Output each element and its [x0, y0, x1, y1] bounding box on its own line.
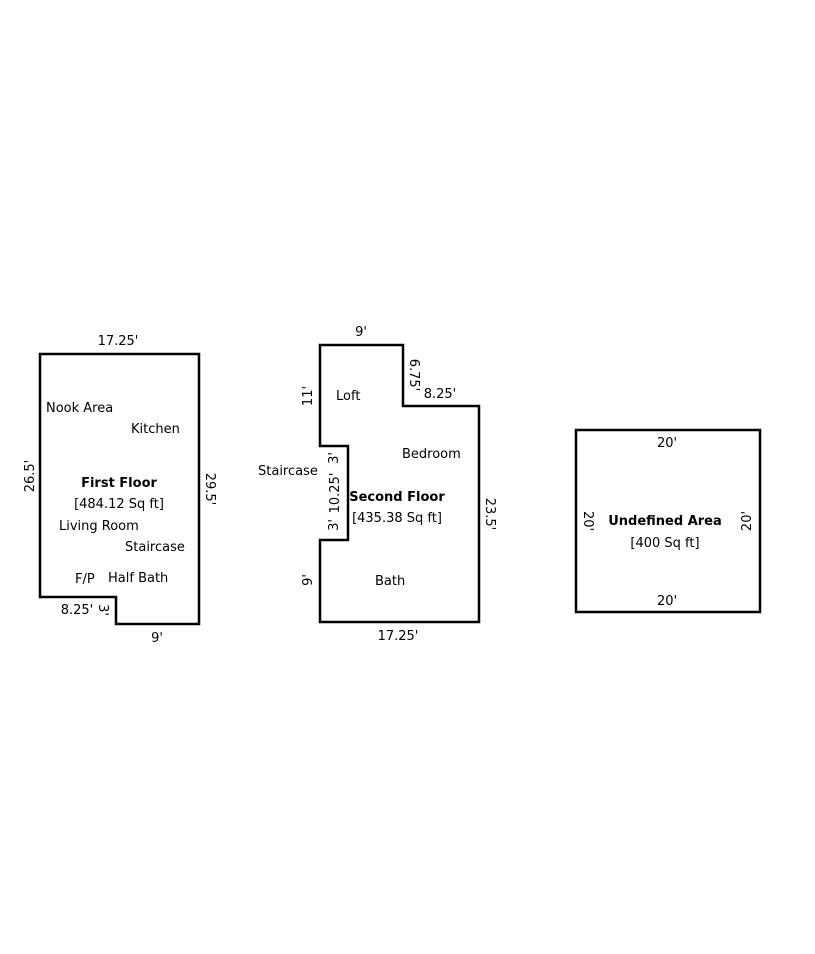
room-label: Bath	[375, 574, 405, 589]
second-floor-plan: 9' 11' 6.75' 8.25' 3' 10.25' 3' 9' 23.5'…	[258, 325, 497, 644]
room-label: Staircase	[258, 464, 318, 479]
room-label: Kitchen	[131, 422, 180, 437]
dim-bottom: 20'	[657, 594, 677, 609]
floor-area: [435.38 Sq ft]	[352, 511, 442, 526]
dim-bottom: 17.25'	[378, 629, 419, 644]
dim-step-horizontal: 8.25'	[424, 387, 457, 402]
dim-bottom: 9'	[151, 631, 163, 646]
dim-stair-bottom: 3'	[327, 519, 342, 531]
room-label: Half Bath	[108, 571, 168, 586]
dim-stair-top: 3'	[327, 452, 342, 464]
dim-top: 17.25'	[98, 334, 139, 349]
room-label: Staircase	[125, 540, 185, 555]
second-floor-outline	[318, 343, 481, 624]
dim-step-vertical: 6.75'	[406, 359, 421, 392]
floor-name: Second Floor	[349, 490, 445, 505]
dim-notch-horizontal: 8.25'	[61, 603, 94, 618]
dim-left: 20'	[580, 511, 595, 531]
area-size: [400 Sq ft]	[630, 536, 699, 551]
dim-top: 9'	[355, 325, 367, 340]
room-label: Loft	[336, 389, 360, 404]
dim-top: 20'	[657, 436, 677, 451]
room-label: Nook Area	[46, 401, 113, 416]
undefined-area-outline	[574, 428, 762, 614]
dim-left: 26.5'	[23, 460, 38, 493]
dim-left-lower: 9'	[301, 574, 316, 586]
first-floor-plan: 17.25' 26.5' 29.5' 8.25' 3' 9' Nook Area…	[23, 334, 217, 646]
dim-notch-vertical: 3'	[95, 604, 110, 616]
area-name: Undefined Area	[608, 514, 722, 529]
dim-right: 23.5'	[482, 498, 497, 531]
dim-right: 20'	[740, 511, 755, 531]
dim-stair-side: 10.25'	[328, 473, 343, 514]
dim-right: 29.5'	[202, 473, 217, 506]
room-label: Living Room	[59, 519, 139, 534]
room-label: Bedroom	[402, 447, 461, 462]
room-label: F/P	[75, 572, 95, 587]
dim-left-upper: 11'	[301, 386, 316, 406]
first-floor-outline	[38, 352, 201, 626]
floor-area: [484.12 Sq ft]	[74, 497, 164, 512]
undefined-area-plan: 20' 20' 20' 20' Undefined Area [400 Sq f…	[574, 428, 762, 614]
floor-name: First Floor	[81, 476, 157, 491]
